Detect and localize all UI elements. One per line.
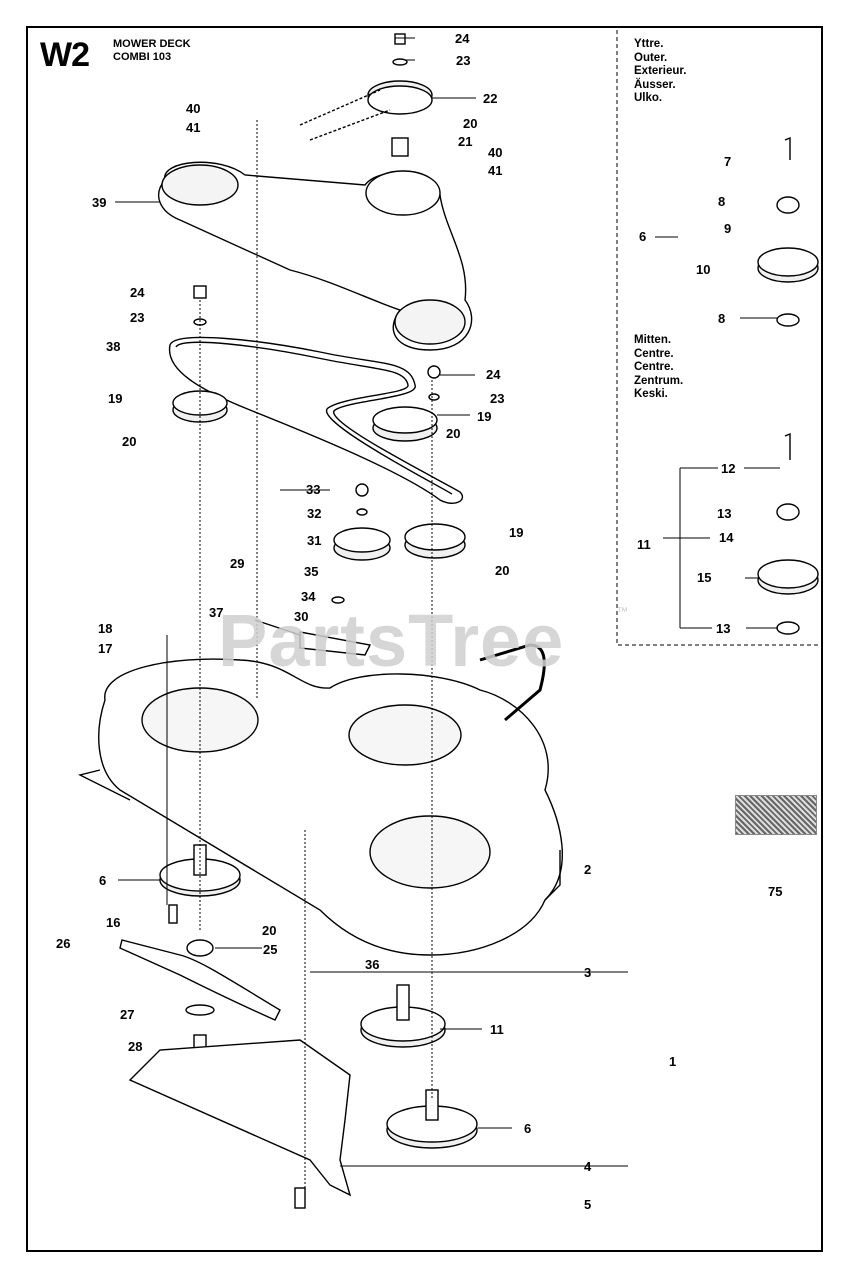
callout-label[interactable]: 19 [509, 525, 524, 540]
callout-label[interactable]: 19 [108, 391, 123, 406]
callout-label[interactable]: 4 [584, 1159, 592, 1174]
callout-label[interactable]: 13 [716, 621, 731, 636]
callout-label[interactable]: 23 [456, 53, 471, 68]
callout-label[interactable]: 24 [486, 367, 501, 382]
diagram-code: W2 [40, 36, 90, 74]
callout-label[interactable]: 39 [92, 195, 107, 210]
callout-label[interactable]: 33 [306, 482, 321, 497]
callout-label[interactable]: 37 [209, 605, 224, 620]
thumbnail-image [735, 795, 817, 835]
callout-label[interactable]: 11 [490, 1022, 504, 1037]
callout-label[interactable]: 2 [584, 862, 592, 877]
callout-label[interactable]: 41 [488, 163, 503, 178]
callout-label[interactable]: 32 [307, 506, 322, 521]
callout-label[interactable]: 26 [56, 936, 71, 951]
callout-label[interactable]: 30 [294, 609, 309, 624]
callout-label[interactable]: 25 [263, 942, 278, 957]
callout-label[interactable]: 75 [768, 884, 783, 899]
callout-label[interactable]: 20 [122, 434, 137, 449]
callout-label[interactable]: 24 [130, 285, 145, 300]
callout-label[interactable]: 34 [301, 589, 316, 604]
legend-centre-line: Zentrum. [634, 374, 684, 387]
legend-outer-line: Yttre. [634, 38, 664, 50]
callout-label[interactable]: 13 [717, 506, 732, 521]
callout-label[interactable]: 8 [718, 194, 726, 209]
callout-label[interactable]: 40 [186, 101, 201, 116]
legend-outer-line: Äusser. [634, 78, 676, 91]
callout-label[interactable]: 20 [495, 563, 510, 578]
callout-label[interactable]: 20 [446, 426, 461, 441]
callout-label[interactable]: 24 [455, 31, 470, 46]
legend-centre-line: Centre. [634, 361, 674, 373]
callout-label[interactable]: 6 [99, 873, 107, 888]
callout-label[interactable]: 22 [483, 91, 498, 106]
callout-label[interactable]: 29 [230, 556, 245, 571]
callout-label[interactable]: 38 [106, 339, 121, 354]
callout-label[interactable]: 35 [304, 564, 319, 579]
callout-label[interactable]: 23 [130, 310, 145, 325]
callout-label[interactable]: 18 [98, 621, 113, 636]
callout-label[interactable]: 21 [458, 134, 473, 149]
callout-label[interactable]: 41 [186, 120, 201, 135]
callout-label[interactable]: 10 [696, 262, 711, 277]
legend-centre-line: Keski. [634, 388, 668, 400]
legend-centre-line: Centre. [634, 347, 674, 360]
callout-label[interactable]: 6 [524, 1121, 532, 1136]
callout-label[interactable]: 27 [120, 1007, 135, 1022]
legend-outer-line: Ulko. [634, 92, 663, 104]
callout-label[interactable]: 9 [724, 221, 732, 236]
legend-centre: Mitten. Centre. Centre. Zentrum. Keski. [634, 334, 683, 402]
callout-label[interactable]: 16 [106, 915, 121, 930]
callout-label[interactable]: 12 [721, 461, 736, 476]
callout-label[interactable]: 3 [584, 965, 592, 980]
watermark-trademark: ™ [617, 606, 628, 618]
callout-label[interactable]: 1 [669, 1054, 677, 1069]
callout-label[interactable]: 8 [718, 311, 726, 326]
callout-label[interactable]: 36 [365, 957, 380, 972]
legend-outer-line: Exterieur. [634, 65, 687, 77]
legend-outer: Yttre. Outer. Exterieur. Äusser. Ulko. [634, 38, 686, 106]
callout-label[interactable]: 20 [262, 923, 277, 938]
callout-label[interactable]: 40 [488, 145, 503, 160]
callout-label[interactable]: 20 [463, 116, 478, 131]
callout-label[interactable]: 15 [697, 570, 712, 585]
callout-label[interactable]: 7 [724, 154, 732, 169]
callout-label[interactable]: 14 [719, 530, 734, 545]
callout-label[interactable]: 23 [490, 391, 505, 406]
callout-label[interactable]: 5 [584, 1197, 592, 1212]
callout-label[interactable]: 11 [637, 537, 651, 552]
callout-label[interactable]: 17 [98, 641, 113, 656]
legend-outer-line: Outer. [634, 51, 668, 64]
callout-label[interactable]: 6 [639, 229, 647, 244]
diagram-title: MOWER DECK [113, 38, 191, 50]
legend-centre-line: Mitten. [634, 334, 672, 346]
callout-label[interactable]: 28 [128, 1039, 143, 1054]
watermark-text: PartsTree [218, 599, 565, 682]
callout-label[interactable]: 31 [307, 533, 322, 548]
callout-label[interactable]: 19 [477, 409, 492, 424]
diagram-subtitle: COMBI 103 [113, 51, 172, 63]
drawing-frame [26, 26, 823, 1252]
